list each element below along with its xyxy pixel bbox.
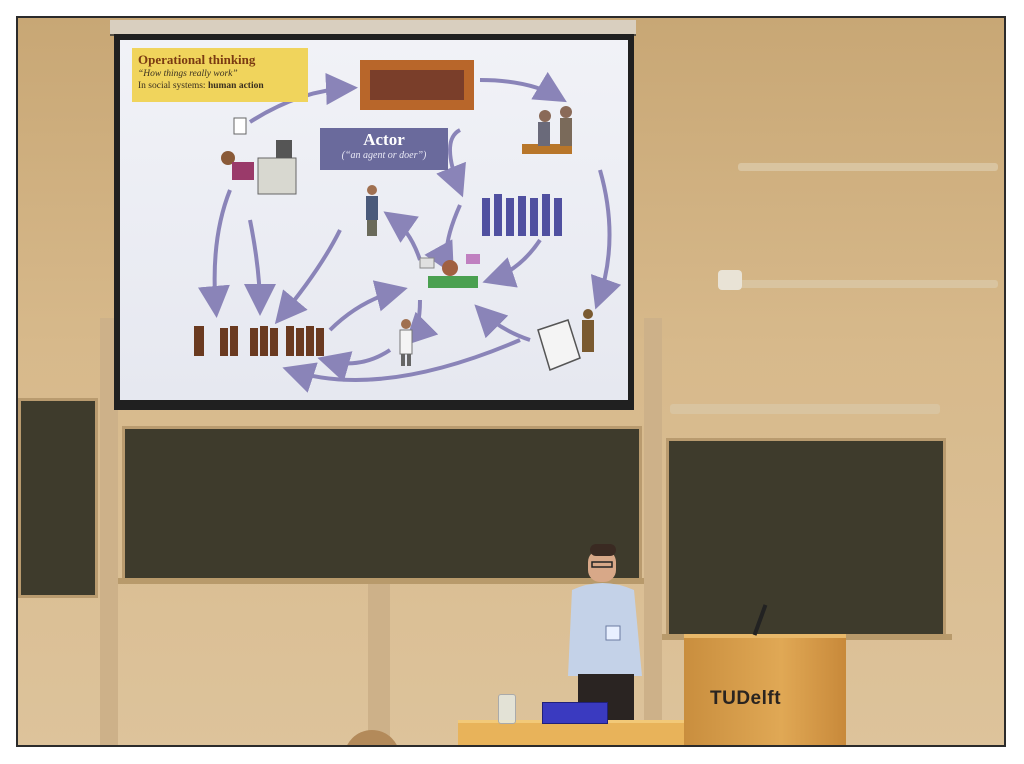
- presenter-hair: [590, 544, 616, 556]
- standing-man-illustration: [366, 185, 378, 236]
- handshake-illustration: [522, 106, 572, 154]
- chalkboard-left: [18, 398, 98, 598]
- lectern: TUDelft: [684, 634, 846, 745]
- wall-pipe: [738, 163, 998, 171]
- wall-pillar: [644, 318, 662, 745]
- chalk-rail: [118, 578, 648, 584]
- tudelft-logo: TUDelft: [710, 688, 782, 709]
- slide-human-action-line: In social systems: human action: [138, 80, 302, 92]
- multitasking-woman-illustration: [419, 254, 480, 288]
- slide-title: Operational thinking: [138, 52, 256, 67]
- presentation-table: [458, 720, 692, 745]
- meeting-table: [370, 70, 464, 100]
- slide-title-box: Operational thinking “How things really …: [132, 48, 308, 102]
- glasses-icon: [591, 561, 613, 568]
- presentation-slide: Operational thinking “How things really …: [120, 40, 628, 400]
- slide-diagram: [194, 60, 622, 393]
- wall-pillar: [100, 318, 118, 745]
- actor-title: Actor: [363, 130, 405, 149]
- crowd-illustration: [194, 326, 324, 356]
- wall-pillar: [368, 584, 390, 745]
- ballot-box-illustration: [537, 309, 594, 372]
- actor-box: Actor (“an agent or doer”): [320, 128, 448, 170]
- wall-pipe: [738, 280, 998, 288]
- laptop: [542, 702, 608, 724]
- chalkboard-center: [122, 426, 642, 581]
- wall-speaker: [718, 270, 742, 290]
- name-badge: [605, 625, 621, 641]
- actor-subtitle: (“an agent or doer”): [341, 150, 427, 161]
- team-illustration: [482, 194, 562, 236]
- cycle-arrows: [198, 71, 622, 393]
- slide-line-prefix: In social systems:: [138, 81, 208, 91]
- slide-line-emphasis: human action: [207, 81, 264, 91]
- presenter-shirt: [568, 583, 642, 676]
- projector-screen: Operational thinking “How things really …: [114, 34, 634, 410]
- audience-head: [344, 730, 400, 745]
- slide-subtitle: “How things really work”: [138, 69, 238, 79]
- office-worker-illustration: [221, 117, 297, 195]
- wall-pipe: [670, 404, 940, 414]
- doctor-illustration: [399, 319, 413, 366]
- lecture-hall-photo: Operational thinking “How things really …: [16, 16, 1006, 747]
- chalkboard-right: [666, 438, 946, 638]
- water-pitcher: [498, 694, 516, 724]
- presenter-head: [588, 550, 616, 582]
